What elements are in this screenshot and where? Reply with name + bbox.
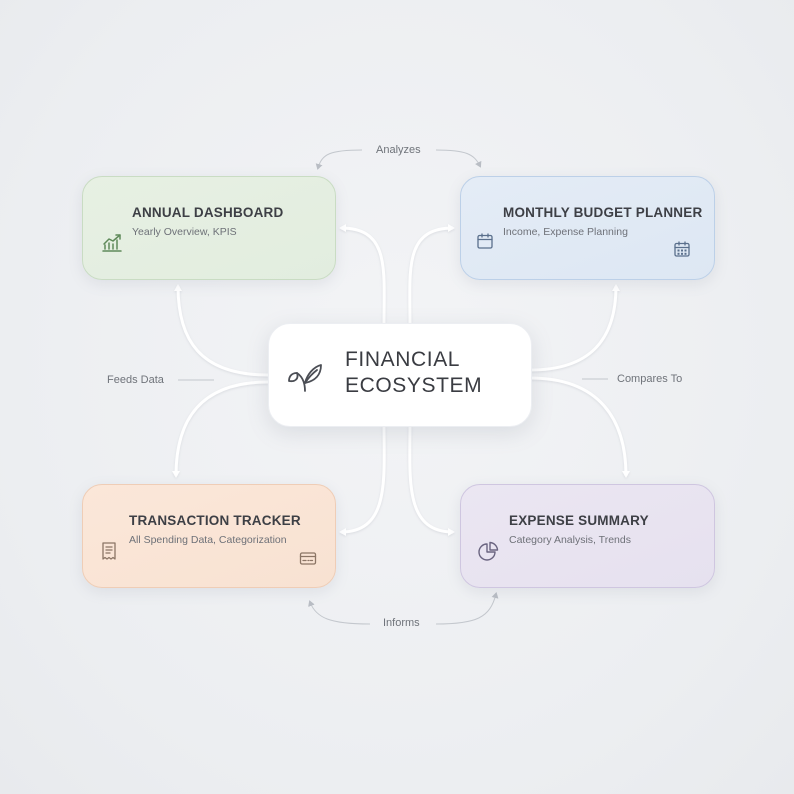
informs-line-left (308, 600, 371, 625)
center-title-line-2: ECOSYSTEM (345, 374, 483, 397)
white-connectors (172, 224, 630, 536)
credit-card-icon (299, 552, 317, 565)
edge-label-feeds-data: Feeds Data (107, 374, 164, 386)
edge-label-analyzes: Analyzes (376, 144, 421, 156)
trending-chart-icon (102, 234, 122, 252)
connector-right-up (529, 284, 620, 372)
connector-center-transaction (339, 424, 386, 536)
edge-label-compares-to: Compares To (617, 373, 683, 385)
transaction-tracker-subtitle: All Spending Data, Categorization (129, 534, 287, 546)
connector-right-down (529, 376, 630, 478)
leaf-icon (288, 364, 322, 392)
calendar-grid-icon (674, 241, 690, 257)
transaction-tracker-title: TRANSACTION TRACKER (129, 513, 301, 528)
annual-dashboard-node[interactable]: ANNUAL DASHBOARD Yearly Overview, KPIS (82, 176, 336, 280)
expense-summary-node[interactable]: EXPENSE SUMMARY Category Analysis, Trend… (460, 484, 715, 588)
connector-left-up (174, 284, 269, 377)
annual-dashboard-subtitle: Yearly Overview, KPIS (132, 226, 237, 238)
receipt-icon (102, 542, 116, 560)
center-title-line-1: FINANCIAL (345, 348, 461, 371)
informs-line-right (435, 592, 499, 625)
expense-summary-subtitle: Category Analysis, Trends (509, 534, 631, 546)
connector-center-annual (339, 224, 386, 324)
monthly-budget-planner-subtitle: Income, Expense Planning (503, 226, 628, 238)
financial-ecosystem-node[interactable]: FINANCIAL ECOSYSTEM (268, 323, 532, 427)
monthly-budget-planner-node[interactable]: MONTHLY BUDGET PLANNER Income, Expense P… (460, 176, 715, 280)
connector-center-monthly (408, 224, 455, 324)
connector-left-down (172, 380, 269, 478)
analyzes-line-left (315, 149, 363, 170)
transaction-tracker-node[interactable]: TRANSACTION TRACKER All Spending Data, C… (82, 484, 336, 588)
calendar-icon (477, 233, 493, 249)
annual-dashboard-title: ANNUAL DASHBOARD (132, 205, 284, 220)
edge-label-informs: Informs (383, 617, 420, 629)
pie-chart-icon (478, 541, 499, 561)
connector-center-expense (408, 424, 455, 536)
label-connectors (178, 149, 608, 625)
analyzes-line-right (435, 149, 482, 168)
monthly-budget-planner-title: MONTHLY BUDGET PLANNER (503, 205, 703, 220)
expense-summary-title: EXPENSE SUMMARY (509, 513, 649, 528)
